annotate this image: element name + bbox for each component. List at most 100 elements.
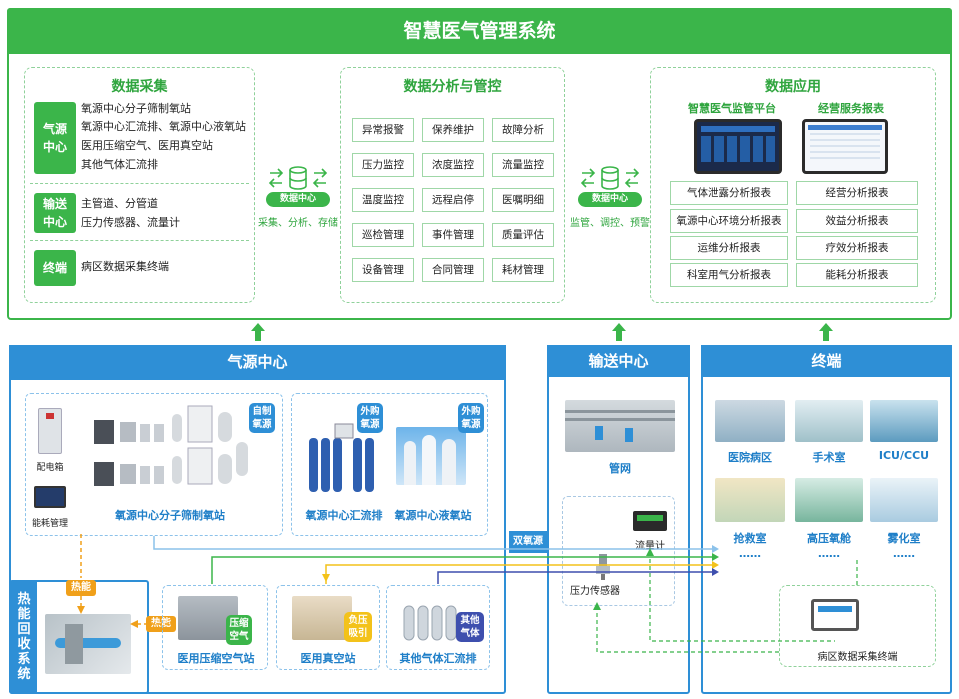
report-item: 运维分析报表 — [670, 236, 788, 260]
energy-screen-image — [34, 486, 66, 508]
group-terminal-label: 终端 — [34, 250, 76, 286]
platform-right-label: 经营服务报表 — [818, 102, 884, 115]
analysis-item: 医嘱明细 — [492, 188, 554, 212]
analysis-item: 耗材管理 — [492, 258, 554, 282]
report-item: 经营分析报表 — [796, 181, 918, 205]
platform-left-label: 智慧医气监管平台 — [688, 102, 776, 115]
up-arrow-icon — [612, 323, 626, 341]
monitor-screen — [694, 119, 782, 174]
air-station-label: 医用压缩空气站 — [177, 652, 255, 665]
other-gas-tag: 其他气体 — [456, 612, 484, 642]
other-gas-label: 其他气体汇流排 — [399, 652, 477, 665]
report-item: 疗效分析报表 — [796, 236, 918, 260]
manifold-label: 氧源中心汇流排 — [305, 509, 383, 522]
analysis-item: 合同管理 — [422, 258, 484, 282]
collect-item: 其他气体汇流排 — [81, 158, 158, 171]
analysis-item: 异常报警 — [352, 118, 414, 142]
left-hub-badge: 数据中心 — [266, 192, 330, 207]
dual-source-tag: 双氧源 — [509, 531, 547, 553]
room-label: 高压氧舱 — [807, 532, 851, 545]
analysis-item: 事件管理 — [422, 223, 484, 247]
report-item: 科室用气分析报表 — [670, 263, 788, 287]
group-transport-label: 输送中心 — [34, 193, 76, 233]
divider — [30, 240, 249, 241]
other-cylinders-image — [403, 605, 457, 641]
hyperbaric-image — [795, 478, 863, 522]
liquid-oxygen-label: 氧源中心液氧站 — [394, 509, 472, 522]
liquid-oxygen-image — [396, 427, 466, 485]
vacuum-station-panel — [276, 585, 380, 670]
collector-device-image — [811, 599, 859, 631]
collect-item: 病区数据采集终端 — [81, 260, 169, 273]
more-indicator: …… — [893, 547, 915, 560]
room-label: 雾化室 — [887, 532, 921, 545]
database-icon — [268, 166, 328, 190]
pressure-sensor-image — [596, 554, 610, 580]
analysis-item: 故障分析 — [492, 118, 554, 142]
data-collection-heading: 数据采集 — [111, 79, 168, 95]
up-arrow-icon — [251, 323, 265, 341]
pipe-label: 管网 — [609, 462, 631, 475]
report-item: 气体泄露分析报表 — [670, 181, 788, 205]
group-gas-center-label: 气源中心 — [34, 102, 76, 174]
emergency-room-image — [715, 478, 785, 522]
ward-image — [715, 400, 785, 442]
application-heading: 数据应用 — [765, 79, 821, 95]
room-label: 抢救室 — [733, 532, 767, 545]
analysis-item: 质量评估 — [492, 223, 554, 247]
left-hub-note: 采集、分析、存储 — [258, 218, 338, 229]
vacuum-pump-image — [292, 596, 352, 640]
more-indicator: …… — [818, 547, 840, 560]
analysis-panel — [340, 67, 565, 303]
cylinder-manifold-image — [309, 423, 374, 492]
molecular-sieve-label: 氧源中心分子筛制氧站 — [115, 509, 225, 522]
database-icon — [580, 166, 640, 190]
collect-item: 氧源中心汇流排、氧源中心液氧站 — [81, 120, 246, 133]
icu-image — [870, 400, 938, 442]
heat-recovery-image — [45, 614, 131, 674]
power-box-image — [38, 408, 62, 454]
self-oxygen-tag: 自制氧源 — [249, 403, 275, 433]
flowmeter-image — [633, 511, 667, 531]
sensor-panel — [562, 496, 675, 606]
energy-mgmt-label: 能耗管理 — [31, 519, 68, 529]
heat-tag-1: 热能 — [66, 580, 96, 596]
heat-recovery-label: 热能回收系统 — [11, 582, 37, 692]
analysis-item: 压力监控 — [352, 153, 414, 177]
more-indicator: …… — [739, 547, 761, 560]
flowmeter-label: 流量计 — [635, 541, 665, 552]
collector-label: 病区数据采集终端 — [817, 652, 898, 663]
analysis-item: 设备管理 — [352, 258, 414, 282]
report-screen — [802, 119, 888, 174]
pressure-sensor-label: 压力传感器 — [570, 586, 620, 597]
outsourced-tag-1: 外购氧源 — [357, 403, 383, 433]
vacuum-tag: 负压吸引 — [344, 612, 372, 642]
collect-item: 氧源中心分子筛制氧站 — [81, 102, 191, 115]
room-label: ICU/CCU — [878, 449, 930, 462]
collect-item: 主管道、分管道 — [81, 197, 158, 210]
analysis-heading: 数据分析与管控 — [403, 79, 502, 95]
other-gas-panel — [386, 585, 490, 670]
power-box-label: 配电箱 — [36, 463, 64, 473]
data-collection-panel — [24, 67, 255, 303]
collect-item: 医用压缩空气、医用真空站 — [81, 139, 213, 152]
analysis-item: 浓度监控 — [422, 153, 484, 177]
air-station-panel — [162, 585, 268, 670]
analysis-item: 远程启停 — [422, 188, 484, 212]
molecular-sieve-image — [94, 405, 248, 486]
up-arrow-icon — [819, 323, 833, 341]
room-label: 医院病区 — [728, 451, 772, 464]
report-item: 能耗分析报表 — [796, 263, 918, 287]
operating-room-image — [795, 400, 863, 442]
analysis-item: 保养维护 — [422, 118, 484, 142]
self-oxygen-panel — [25, 393, 283, 536]
analysis-item: 巡检管理 — [352, 223, 414, 247]
report-item: 效益分析报表 — [796, 209, 918, 233]
system-title: 智慧医气管理系统 — [7, 8, 952, 54]
transport-heading: 输送中心 — [547, 345, 690, 377]
pipe-network-image — [565, 400, 675, 452]
collect-item: 压力传感器、流量计 — [81, 216, 180, 229]
outsourced-tag-2: 外购氧源 — [458, 403, 484, 433]
application-panel — [650, 67, 936, 303]
report-item: 氧源中心环境分析报表 — [670, 209, 788, 233]
